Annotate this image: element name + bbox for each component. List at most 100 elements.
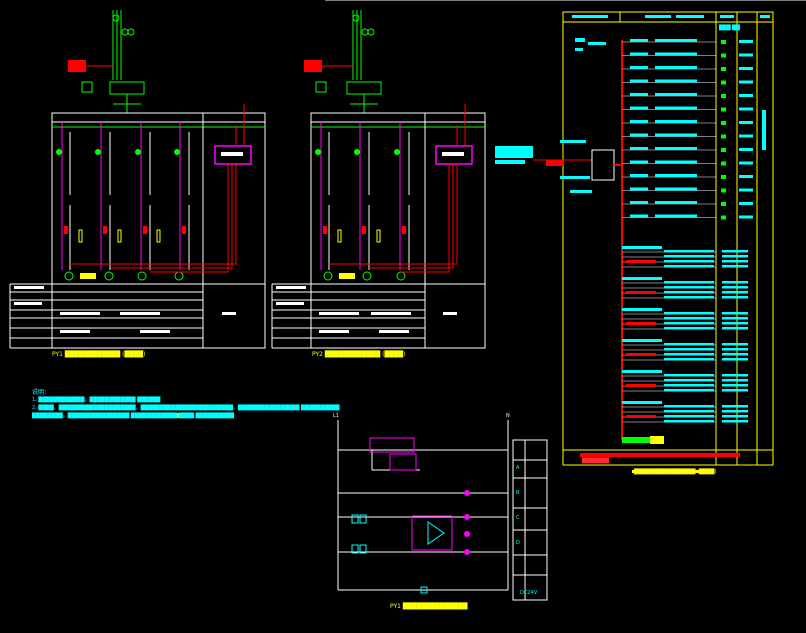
notes-line-1: 1. ████████████，████████████ ██████ (32, 397, 161, 403)
status-lamp (721, 67, 726, 71)
breaker-symbol (630, 174, 648, 177)
branch-rating (739, 134, 753, 138)
distribution-board (495, 11, 774, 473)
branch-rating (722, 281, 748, 284)
branch-label (655, 174, 697, 177)
breaker-symbol (630, 160, 648, 164)
branch-rating (722, 255, 748, 258)
breaker-symbol (630, 106, 648, 110)
branch-rating (739, 215, 753, 219)
legend-bottom-label: DC24V (520, 590, 538, 596)
branch-rating (722, 374, 748, 377)
branch-rating (739, 121, 753, 124)
breaker-symbol (630, 93, 648, 96)
breaker-symbol (630, 39, 648, 42)
notes-heading: 说明： (32, 389, 51, 396)
branch-label (655, 39, 697, 42)
branch-label (664, 296, 714, 299)
breaker-symbol (630, 66, 648, 69)
branch-rating (739, 161, 753, 165)
breaker-symbol (630, 120, 648, 123)
branch-rating (722, 312, 748, 315)
branch-rating (722, 358, 748, 361)
breaker-symbol (630, 79, 648, 83)
branch-label (664, 265, 714, 268)
branch-rating (722, 384, 748, 387)
control-schematic (337, 420, 548, 601)
branch-label (655, 79, 697, 83)
branch-rating (722, 353, 748, 356)
status-lamp (721, 94, 726, 98)
branch-rating (739, 53, 753, 57)
branch-label (655, 66, 697, 69)
branch-label (664, 415, 714, 418)
breaker-symbol (630, 201, 648, 204)
branch-rating (739, 94, 753, 97)
branch-label (655, 133, 697, 137)
branch-rating (722, 327, 748, 330)
status-lamp (721, 175, 726, 179)
branch-rating (722, 260, 748, 263)
branch-label (664, 358, 714, 361)
control-title: PY1 ██████████████ (390, 603, 468, 610)
status-lamp (721, 148, 726, 152)
branch-rating (722, 405, 748, 408)
branch-rating (739, 80, 753, 84)
branch-rating (722, 389, 748, 392)
branch-rating (739, 188, 753, 192)
panel-1-title: PY1 ████████████ (████) (52, 351, 146, 358)
panel-2-title: PY2 ████████████ (████) (312, 351, 406, 358)
status-lamp (721, 188, 726, 193)
branch-label (664, 317, 714, 320)
branch-rating (722, 348, 748, 351)
group-feeder (626, 384, 656, 387)
branch-label (655, 187, 697, 191)
status-lamp (721, 40, 726, 44)
branch-rating (739, 40, 753, 43)
branch-rating (722, 317, 748, 320)
distribution-title: ████████████████ (████) (634, 469, 717, 475)
notes-line-3: ████████，████████████████ ████████████ █… (32, 413, 235, 419)
control-left-tag: L1 (333, 413, 339, 419)
branch-label (664, 322, 714, 325)
status-lamp (721, 161, 726, 166)
status-lamp (721, 134, 726, 139)
group-label (622, 339, 662, 342)
branch-rating (739, 148, 753, 151)
branch-label (655, 106, 697, 110)
group-label (622, 370, 662, 373)
legend-code-a: A (516, 465, 520, 471)
group-label (622, 308, 662, 311)
branch-rating (722, 415, 748, 418)
group-feeder (626, 415, 656, 418)
branch-label (664, 281, 714, 284)
breaker-symbol (630, 187, 648, 191)
branch-label (664, 312, 714, 315)
status-lamp (721, 53, 726, 58)
breaker-symbol (630, 133, 648, 137)
branch-label (655, 214, 697, 218)
status-lamp (721, 80, 726, 85)
branch-label (664, 255, 714, 258)
branch-label (664, 379, 714, 382)
legend-code-c: C (516, 515, 520, 521)
branch-label (655, 201, 697, 204)
branch-rating (739, 107, 753, 111)
branch-rating (722, 410, 748, 413)
distribution-bottom-label: ███████ (582, 458, 609, 464)
legend-code-d: D (516, 540, 520, 546)
branch-label (664, 389, 714, 392)
branch-label (664, 291, 714, 294)
group-label (622, 401, 662, 404)
notes-block (163, 413, 179, 418)
status-lamp (721, 202, 726, 206)
branch-label (664, 384, 714, 387)
breaker-symbol (630, 214, 648, 218)
branch-rating (722, 322, 748, 325)
branch-label (664, 260, 714, 263)
control-right-tag: N (506, 413, 510, 419)
branch-rating (722, 343, 748, 346)
branch-rating (739, 67, 753, 70)
group-feeder (626, 322, 656, 325)
